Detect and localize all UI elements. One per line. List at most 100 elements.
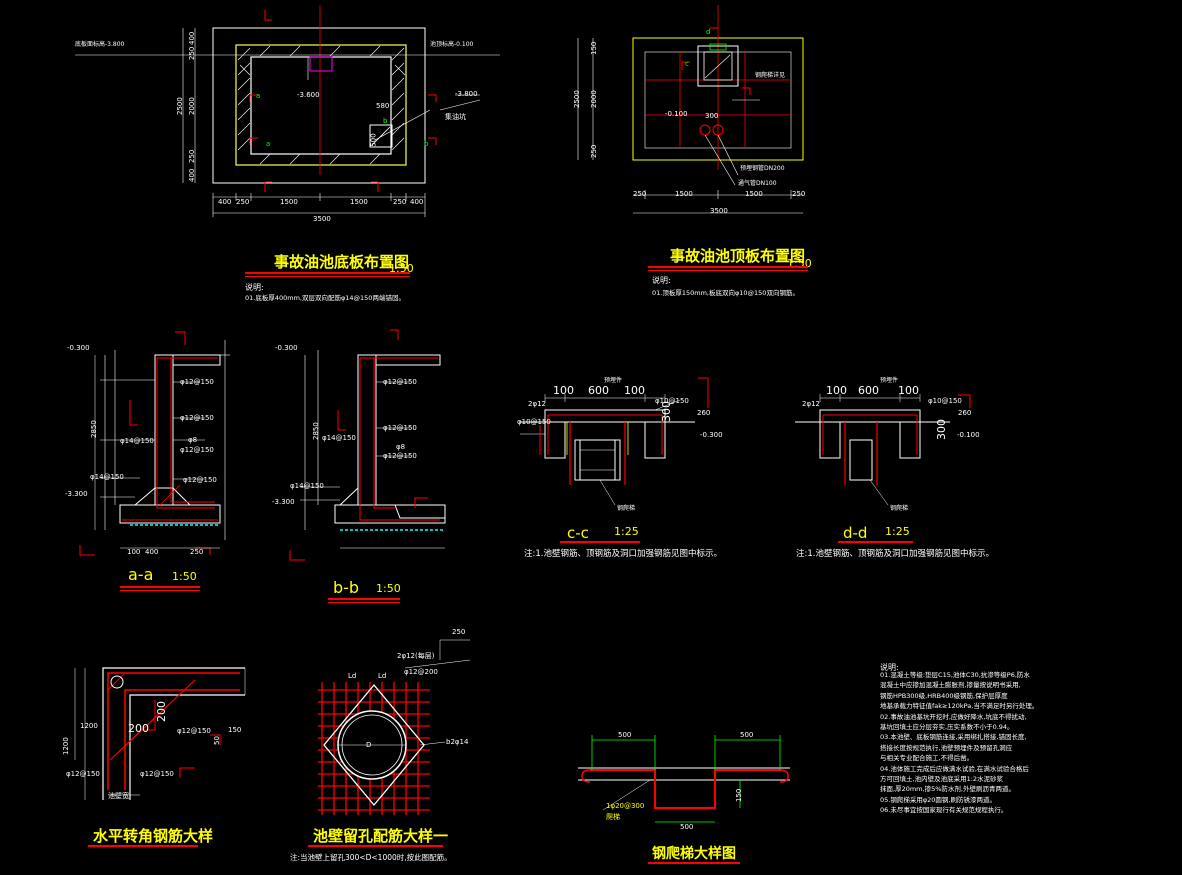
corner-r1: φ12@150 bbox=[177, 727, 211, 735]
floor-plan-dimlines bbox=[182, 28, 426, 217]
tp-b2: 1500 bbox=[745, 190, 763, 198]
dd-lbl1: 预埋件 bbox=[880, 377, 899, 384]
ladder-500c: 500 bbox=[680, 823, 694, 831]
aa-top-slab bbox=[155, 354, 221, 366]
corner-1200b: 1200 bbox=[62, 737, 70, 755]
cc-scale: 1:25 bbox=[614, 525, 639, 538]
fp-pit-label: 集油坑 bbox=[445, 113, 466, 121]
hole-note: 注:当池壁上留孔300<D<1000时,按此图配筋。 bbox=[290, 853, 452, 862]
tp-lbl-d: d bbox=[706, 28, 711, 36]
dd-d0: 100 bbox=[826, 384, 847, 397]
aa-underline bbox=[120, 586, 200, 588]
bb-title: b-b bbox=[333, 578, 360, 597]
dd-underline bbox=[838, 541, 913, 543]
dd-r2: φ10@150 bbox=[928, 397, 962, 405]
general-note-line: 01.混凝土等级:垫层C15,池体C30,抗渗等级P6,防水 bbox=[880, 671, 1030, 679]
dd-ladder bbox=[849, 439, 873, 481]
bb-top-slab bbox=[358, 354, 441, 366]
fp-label-b1: b bbox=[383, 117, 388, 125]
floor-plan bbox=[75, 5, 500, 217]
top-plan-scale: 1:50 bbox=[787, 257, 812, 270]
top-plan bbox=[577, 5, 804, 214]
corner-200b: 200 bbox=[155, 701, 168, 722]
top-plan-section-marks bbox=[681, 27, 751, 95]
bb-top-lvl: -0.300 bbox=[275, 344, 298, 352]
cc-r2: φ10@150 bbox=[517, 418, 551, 426]
general-note-line: 钢筋HPB300级,HRB400级钢筋,保护层厚度 bbox=[880, 691, 1008, 700]
general-note-line: 04.池体施工完成后应做满水试验,在满水试验合格后 bbox=[880, 764, 1029, 773]
top-note-1: 01.顶板厚150mm,板底双向φ10@150双向钢筋。 bbox=[652, 289, 799, 297]
bb-underline bbox=[328, 598, 400, 600]
ladder-label: 爬梯 bbox=[606, 813, 620, 821]
cc-r1: 2φ12 bbox=[528, 400, 546, 408]
dd-note: 注:1.池壁钢筋、顶钢筋及洞口加强钢筋见图中标示。 bbox=[796, 549, 994, 559]
floor-plan-section-marks bbox=[249, 10, 437, 192]
fp-dim-580: 580 bbox=[376, 102, 390, 110]
bb-scale: 1:50 bbox=[376, 582, 401, 595]
floor-note-head: 说明: bbox=[245, 283, 264, 292]
dd-title: d-d bbox=[843, 524, 868, 542]
aa-r6: φ14@150 bbox=[90, 473, 124, 481]
fp-l3: 250 bbox=[188, 149, 196, 163]
aa-wall bbox=[154, 354, 174, 506]
corner-wall: 池壁宽 bbox=[108, 792, 129, 800]
aa-b1: 400 bbox=[145, 548, 159, 556]
fp-level-1: -3.600 bbox=[297, 91, 320, 99]
aa-r0: φ12@150 bbox=[180, 378, 214, 386]
tp-300: 300 bbox=[705, 112, 719, 120]
floor-plan-ladder-mark bbox=[309, 56, 333, 72]
aa-bot-lvl: -3.300 bbox=[65, 490, 88, 498]
fp-b3: 1500 bbox=[350, 198, 368, 206]
tp-l1: 2000 bbox=[590, 90, 598, 108]
tp-lvl: -0.100 bbox=[665, 110, 688, 118]
bb-wall bbox=[357, 354, 377, 506]
tp-total: 3500 bbox=[710, 207, 728, 215]
tp-l-total: 2500 bbox=[573, 90, 581, 108]
corner-1200a: 1200 bbox=[80, 722, 98, 730]
hole-d: D bbox=[366, 741, 372, 749]
tp-b0: 250 bbox=[633, 190, 647, 198]
dd-d2: 100 bbox=[898, 384, 919, 397]
ladder-150: 150 bbox=[735, 788, 743, 802]
fp-total: 3500 bbox=[313, 215, 331, 223]
general-note-line: 基坑回填土应分层夯实,压实系数不小于0.94。 bbox=[880, 723, 1014, 732]
bb-2850: 2850 bbox=[312, 422, 320, 440]
top-plan-hatch bbox=[697, 45, 739, 87]
floor-plan-outer-slab bbox=[212, 27, 426, 184]
cc-300: 300 bbox=[660, 401, 673, 422]
bb-r1: φ12@150 bbox=[383, 424, 417, 432]
fp-b1: 250 bbox=[236, 198, 250, 206]
fp-label-b2: b bbox=[424, 140, 429, 148]
ladder-500a: 500 bbox=[618, 731, 632, 739]
section-cc bbox=[520, 377, 709, 506]
floor-plan-scale: 1:50 bbox=[389, 262, 414, 275]
top-plan-title: 事故油池顶板布置图 bbox=[670, 247, 806, 265]
bb-r5: φ14@150 bbox=[290, 482, 324, 490]
aa-b2: 250 bbox=[190, 548, 204, 556]
section-dd bbox=[795, 394, 971, 506]
tp-b3: 250 bbox=[792, 190, 806, 198]
hole-ld1: Ld bbox=[348, 672, 357, 680]
top-plan-underline-2 bbox=[648, 270, 808, 271]
bb-r0: φ12@150 bbox=[383, 378, 417, 386]
aa-scale: 1:50 bbox=[172, 570, 197, 583]
fp-b0: 400 bbox=[218, 198, 232, 206]
fp-l-total: 2500 bbox=[176, 97, 184, 115]
aa-r1: φ12@150 bbox=[180, 414, 214, 422]
cc-slab bbox=[544, 409, 666, 423]
dd-scale: 1:25 bbox=[885, 525, 910, 538]
tp-l0: 150 bbox=[590, 41, 598, 55]
general-note-line: 抹面,厚20mm,掺5%防水剂,外壁刷沥青两道。 bbox=[880, 785, 1015, 794]
aa-haunch bbox=[134, 487, 191, 506]
ladder-title: 钢爬梯大样图 bbox=[652, 846, 736, 862]
corner-50: 50 bbox=[213, 736, 221, 745]
general-note-line: 方可回填土,池内壁及池底采用1:2水泥砂浆 bbox=[880, 775, 1004, 784]
hole-title: 池壁留孔配筋大样一 bbox=[313, 827, 449, 845]
aa-underline-2 bbox=[120, 590, 200, 591]
bb-bot-lvl: -3.300 bbox=[272, 498, 295, 506]
floor-plan-pit bbox=[369, 124, 393, 148]
fp-b5: 400 bbox=[410, 198, 424, 206]
aa-r5: φ12@150 bbox=[183, 476, 217, 484]
fp-label-a2: a bbox=[266, 140, 271, 148]
aa-r3: φ8 bbox=[188, 436, 198, 444]
